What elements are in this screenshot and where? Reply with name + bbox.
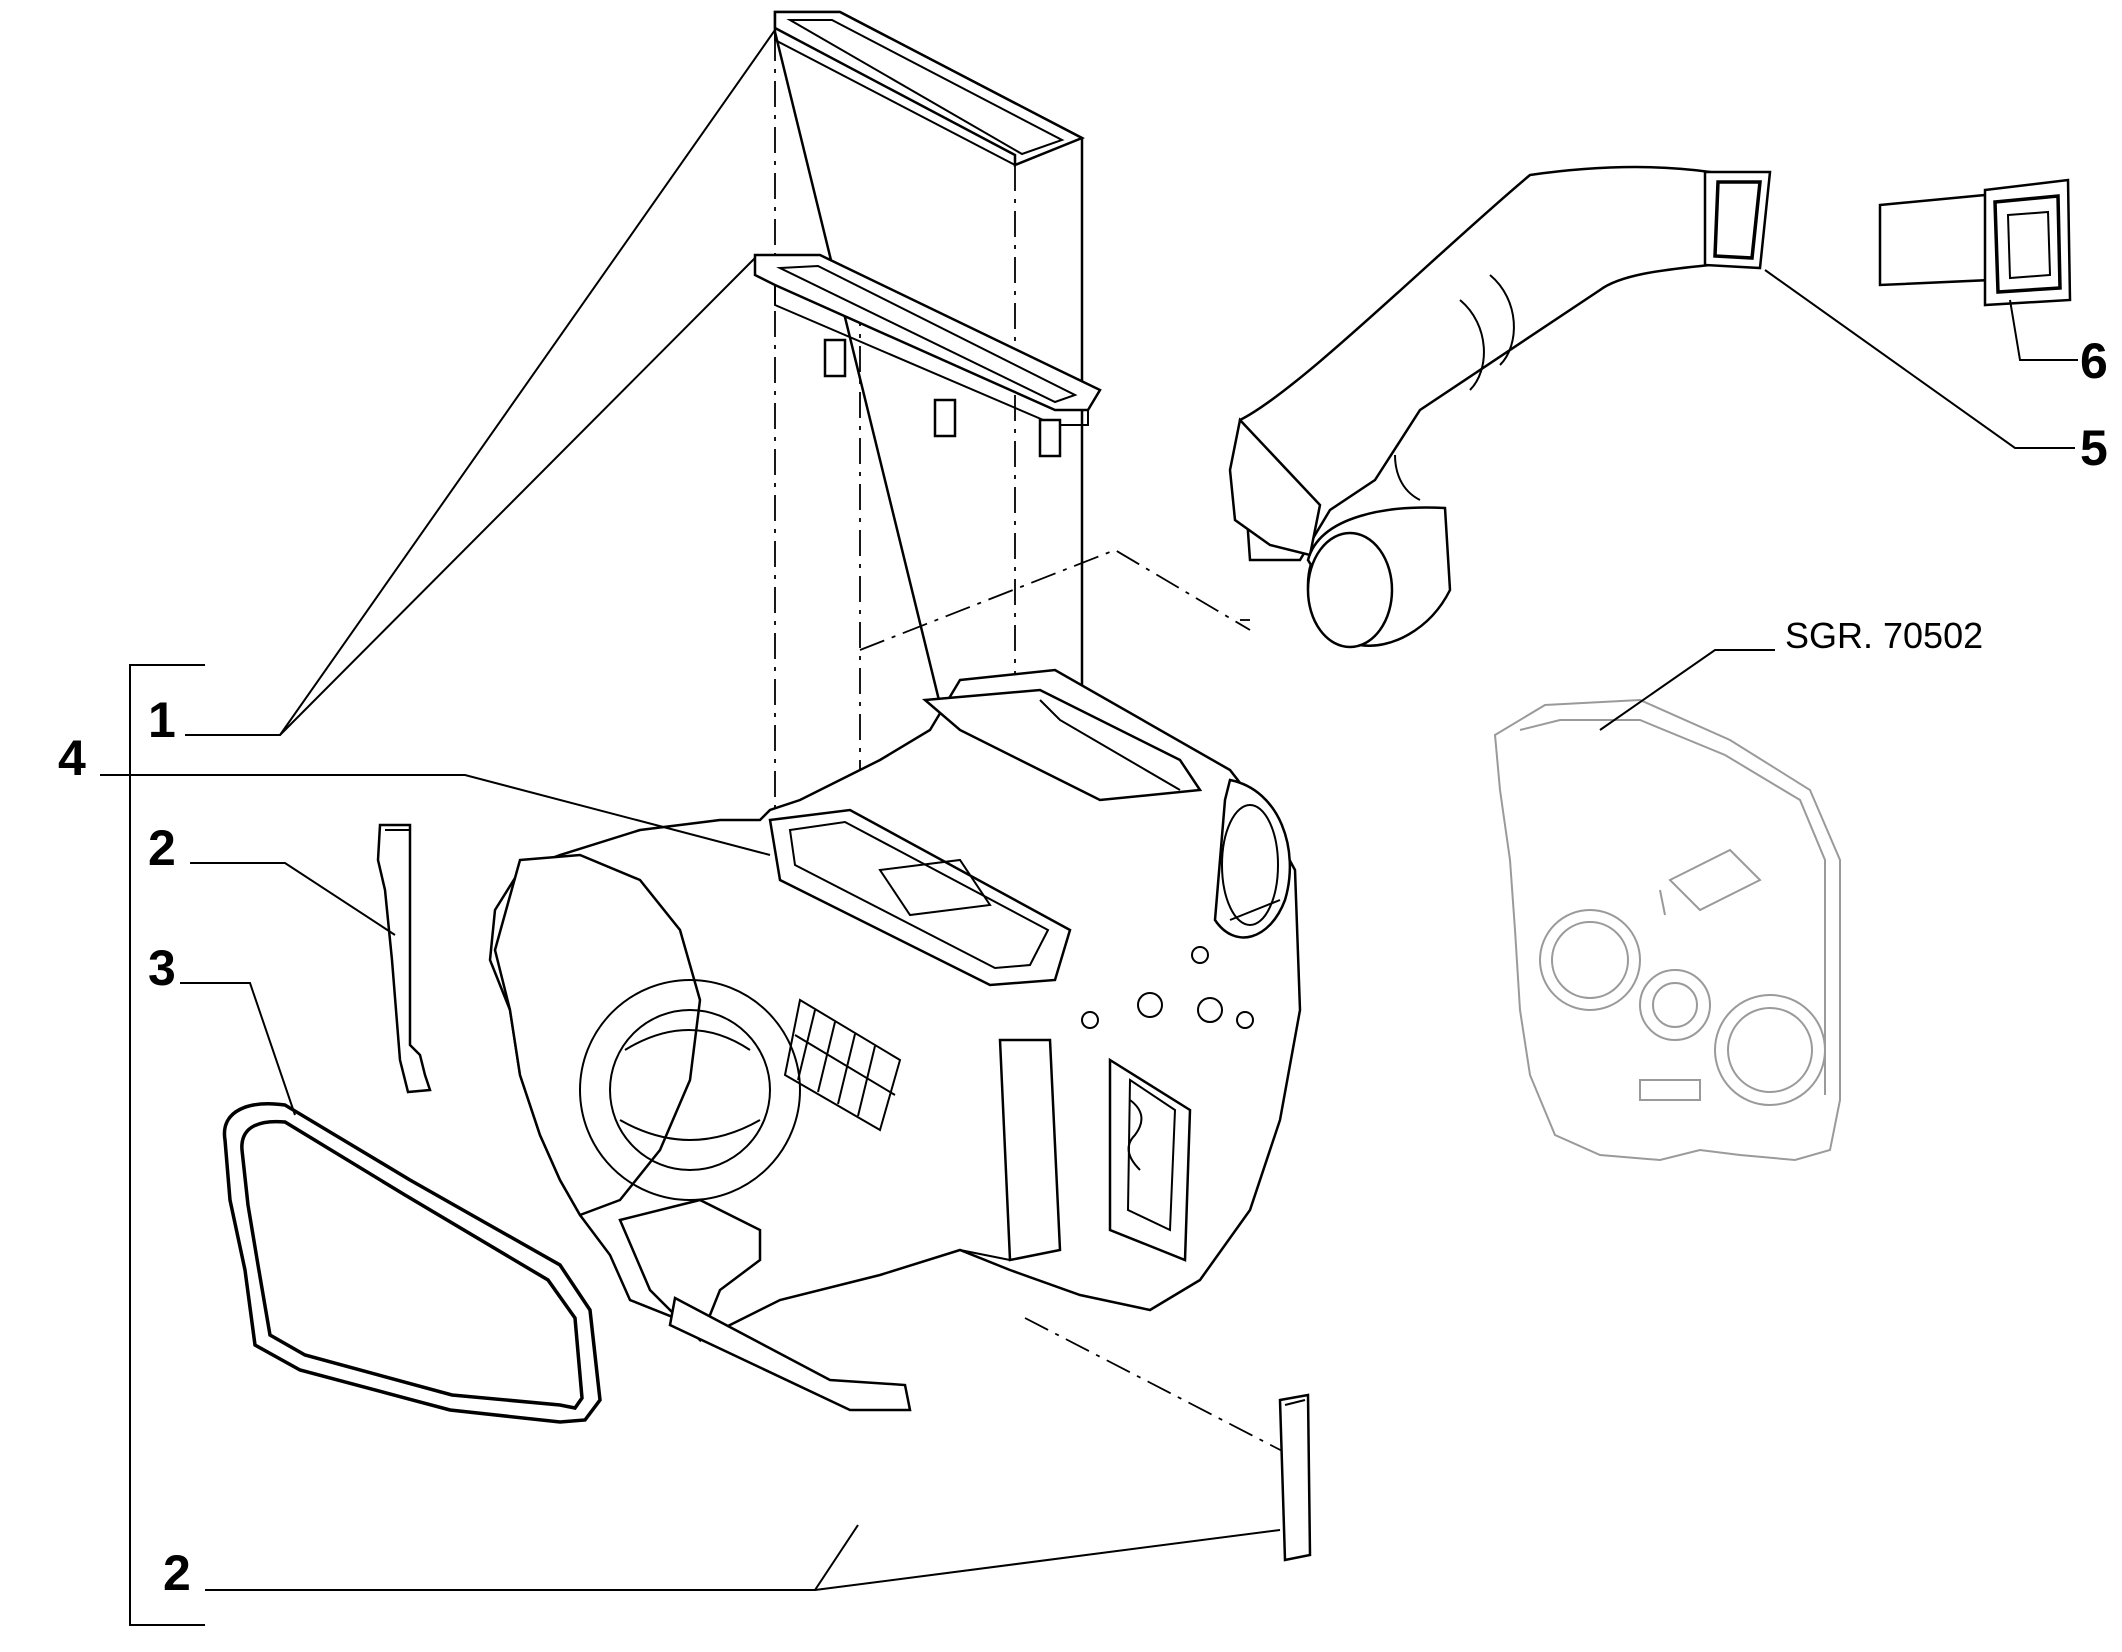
hvac-housing <box>488 668 1302 1343</box>
callout-1: 1 <box>148 692 176 748</box>
kit-bracket <box>129 664 205 1626</box>
reference-label: SGR. 70502 <box>1785 615 1983 656</box>
filter-frame <box>753 253 1102 458</box>
seal-strip-bottom-right <box>1278 1393 1312 1562</box>
seal-strip-bottom-left <box>668 1296 912 1412</box>
callout-6: 6 <box>2080 333 2108 389</box>
callout-5: 5 <box>2080 420 2108 476</box>
leader-lines <box>100 29 2078 1591</box>
callout-4: 4 <box>58 730 86 786</box>
dashboard-frame-reference <box>1493 698 1841 1162</box>
seal-strip-upper <box>376 823 432 1094</box>
duct-connector <box>1878 178 2072 307</box>
gasket <box>222 1102 602 1424</box>
callout-3: 3 <box>148 940 176 996</box>
callout-2-upper: 2 <box>148 820 176 876</box>
air-duct-hose <box>1228 165 1772 649</box>
callout-2-lower: 2 <box>163 1545 191 1601</box>
